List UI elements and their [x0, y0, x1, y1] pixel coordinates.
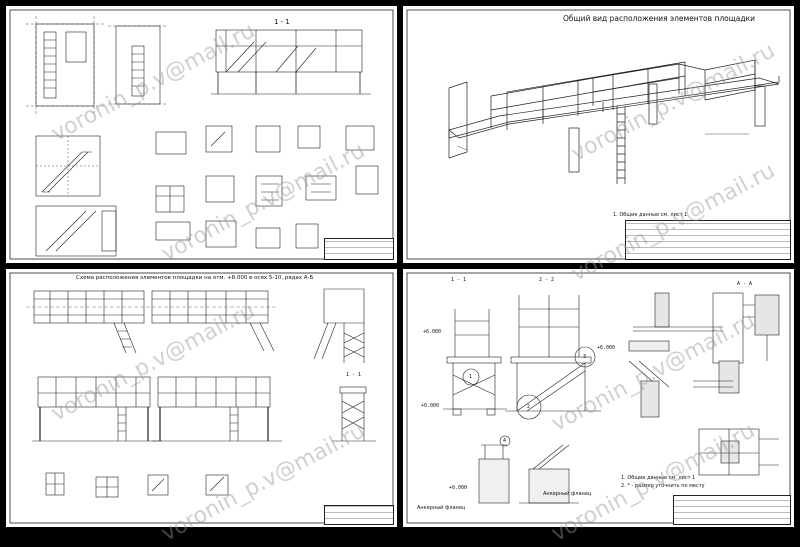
section-label-1-1: 1 - 1 [274, 18, 290, 26]
section-label-a-a: А - А [737, 281, 753, 287]
general-note: 1. Общие данные см. лист 1 [613, 212, 688, 218]
callout-number: 4 [503, 438, 507, 444]
section-label-1-1: 1 - 1 [346, 372, 362, 378]
note-general: 1. Общие данные см. лист 1 [621, 475, 696, 481]
isometric-linework [406, 9, 791, 260]
elevations-linework [9, 272, 394, 524]
anchor-caption-left: Анкерный фланец [417, 505, 466, 511]
level-mark: +0.000 [449, 485, 468, 491]
plans-linework [9, 9, 394, 260]
callout-number: 3 [583, 354, 587, 360]
section-label-1-1: 1 - 1 [451, 277, 467, 283]
title-block-stamp [324, 238, 394, 260]
sheet-title: Общий вид расположения элементов площадк… [563, 14, 755, 23]
drawing-sheet-plans: 1 - 1 [6, 6, 397, 263]
level-mark: +6.000 [423, 329, 442, 335]
note-dimension: 2. * - размер уточнить по месту [621, 483, 705, 489]
level-mark: +0.000 [421, 403, 440, 409]
section-label-2-2: 2 - 2 [539, 277, 555, 283]
title-block-stamp [625, 220, 791, 260]
title-block-stamp [324, 505, 394, 525]
sheet-title: Схема расположения элементов площадки на… [76, 275, 314, 281]
anchor-caption-right: Анкерный фланец [543, 491, 592, 497]
callout-number: 1 [469, 374, 473, 380]
level-mark: +6.000 [597, 345, 616, 351]
drawing-sheet-sections: 1 - 1 2 - 2 А - А +6.000 +6.000 +0.000 +… [403, 269, 794, 527]
title-block-stamp [673, 495, 791, 525]
drawing-sheet-isometric: Общий вид расположения элементов площадк… [403, 6, 794, 263]
callout-number: 2 [527, 404, 531, 410]
drawing-sheet-elevations: Схема расположения элементов площадки на… [6, 269, 397, 527]
sections-linework [406, 272, 791, 524]
